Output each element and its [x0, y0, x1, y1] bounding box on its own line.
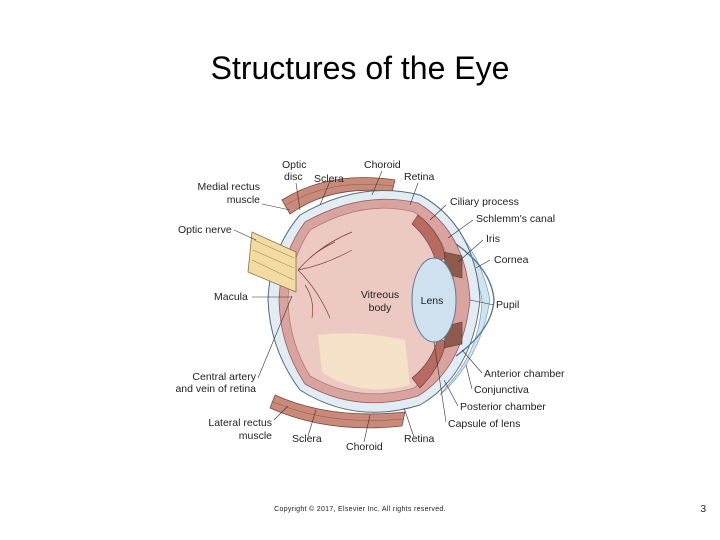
retinal-vessels [297, 231, 353, 319]
label-choroid-bottom: Choroid [346, 441, 383, 453]
label-posterior-chamber: Posterior chamber [460, 401, 546, 413]
page-number: 3 [700, 504, 706, 515]
label-macula: Macula [214, 291, 248, 303]
label-ciliary-process: Ciliary process [450, 196, 519, 208]
label-retina-top: Retina [404, 171, 435, 183]
cornea [455, 243, 495, 357]
label-sclera-bottom: Sclera [292, 433, 322, 445]
label-central-artery-1: Central artery [192, 371, 256, 383]
label-pupil: Pupil [496, 299, 519, 311]
label-central-artery-2: and vein of retina [175, 383, 256, 395]
label-medial-rectus-2: muscle [227, 194, 260, 206]
label-vitreous-2: body [369, 302, 393, 314]
label-lateral-rectus-1: Lateral rectus [208, 417, 272, 429]
label-anterior-chamber: Anterior chamber [484, 368, 565, 380]
label-sclera-top: Sclera [314, 173, 344, 185]
copyright-notice: Copyright © 2017, Elsevier Inc. All righ… [274, 506, 446, 513]
label-lateral-rectus-2: muscle [239, 430, 272, 442]
label-optic-disc-1: Optic [282, 159, 307, 171]
label-optic-nerve: Optic nerve [178, 224, 232, 236]
label-retina-bottom: Retina [404, 433, 435, 445]
label-schlemms-canal: Schlemm's canal [476, 213, 555, 225]
lateral-rectus-muscle [269, 394, 406, 429]
label-cornea: Cornea [494, 254, 529, 266]
label-capsule-of-lens: Capsule of lens [448, 418, 520, 430]
label-vitreous-1: Vitreous [361, 289, 399, 301]
label-conjunctiva: Conjunctiva [474, 384, 529, 396]
label-optic-disc-2: disc [284, 171, 303, 183]
label-iris: Iris [486, 233, 500, 245]
label-lens: Lens [421, 295, 444, 307]
optic-nerve [247, 231, 297, 293]
slide-title: Structures of the Eye [210, 50, 510, 86]
label-choroid-top: Choroid [364, 159, 401, 171]
label-medial-rectus-1: Medial rectus [198, 181, 260, 193]
